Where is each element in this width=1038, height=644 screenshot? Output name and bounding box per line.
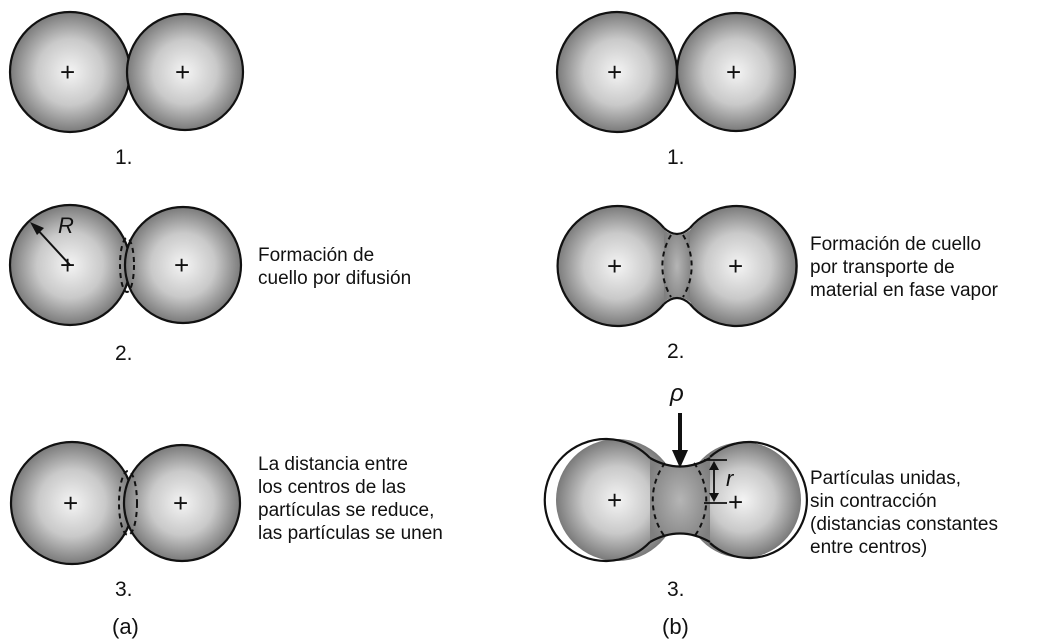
particle-pair-a1: [8, 10, 245, 134]
neck-dashed-outline: [661, 234, 672, 298]
particle-pair-b2: [556, 204, 798, 328]
radius-arrow: [30, 222, 71, 266]
neck-dashed-outline: [119, 237, 135, 293]
radius-symbol: R: [58, 213, 74, 238]
neck-dashed-outline: [693, 462, 708, 538]
center-mark: +: [174, 250, 190, 280]
step-number-a1: 1.: [115, 146, 133, 169]
step-caption-b3: Partículas unidas, sin contracción (dist…: [810, 468, 998, 558]
neck-radius-dimension: [704, 459, 727, 504]
center-mark: +: [607, 485, 623, 515]
step-number-a3: 3.: [115, 578, 133, 601]
center-mark: +: [175, 57, 191, 87]
center-mark: +: [60, 57, 76, 87]
step-number-a2: 2.: [115, 342, 133, 365]
step-number-b3: 3.: [667, 578, 685, 601]
center-mark: +: [63, 488, 79, 518]
curvature-symbol: ρ: [670, 380, 684, 407]
particle-pair-b1: [555, 10, 797, 134]
step-number-b2: 2.: [667, 340, 685, 363]
center-mark: +: [60, 250, 76, 280]
vapor-neck: [650, 458, 710, 542]
center-mark: +: [607, 251, 623, 281]
particle-pair-a3: [9, 440, 242, 566]
center-mark: +: [607, 57, 623, 87]
neck-radius-symbol: r: [726, 466, 734, 491]
particle-pair-a2: [8, 203, 243, 327]
center-mark: +: [726, 57, 742, 87]
center-mark: +: [728, 251, 744, 281]
vapor-neck: [664, 230, 690, 302]
neck-dashed-outline: [651, 462, 666, 538]
neck-dashed-outline: [682, 234, 693, 298]
step-caption-a3: La distancia entre los centros de las pa…: [258, 454, 443, 544]
curvature-arrow: [672, 413, 688, 468]
step-number-b1: 1.: [667, 146, 685, 169]
particle-pair-b3: [543, 413, 808, 563]
panel-label-a: (a): [112, 614, 139, 639]
center-mark: +: [173, 488, 189, 518]
step-caption-a2: Formación de cuello por difusión: [258, 245, 412, 289]
neck-dashed-outline: [118, 470, 138, 536]
step-caption-b2: Formación de cuello por transporte de ma…: [810, 234, 998, 301]
panel-label-b: (b): [662, 614, 689, 639]
center-mark: +: [728, 487, 744, 517]
